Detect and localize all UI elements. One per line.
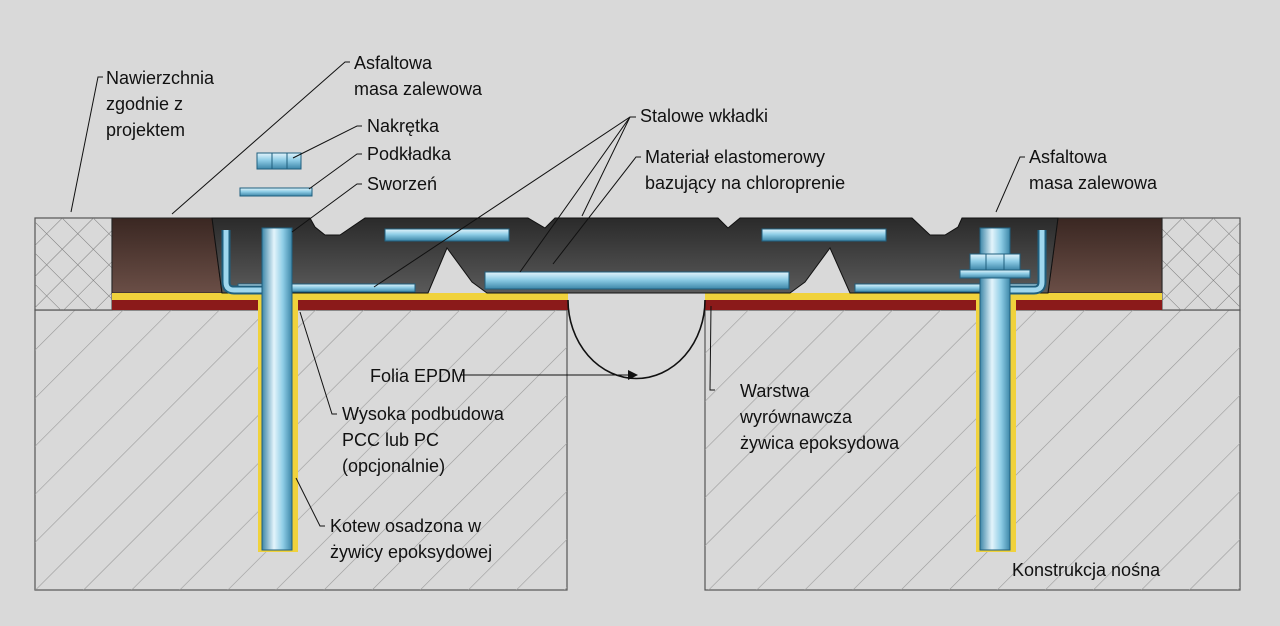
left-anchor [258, 227, 298, 552]
label-pcc-1: Wysoka podbudowa [342, 404, 505, 424]
label-leveling-3: żywica epoksydowa [740, 433, 900, 453]
label-asphalt-left-2: masa zalewowa [354, 79, 483, 99]
epdm-foil [567, 299, 706, 380]
right-anchor [959, 227, 1031, 552]
label-leveling-2: wyrównawcza [739, 407, 853, 427]
label-structure: Konstrukcja nośna [1012, 560, 1161, 580]
road-surface [34, 217, 1241, 311]
label-asphalt-right-2: masa zalewowa [1029, 173, 1158, 193]
epdm-arrowhead [628, 370, 638, 380]
label-elastomer-2: bazujący na chloroprenie [645, 173, 845, 193]
labels: Nawierzchnia zgodnie z projektem Asfalto… [106, 53, 1161, 580]
label-asphalt-right-1: Asfaltowa [1029, 147, 1108, 167]
label-pcc-3: (opcjonalnie) [342, 456, 445, 476]
label-leveling-1: Warstwa [740, 381, 810, 401]
label-nut: Nakrętka [367, 116, 440, 136]
leader-lines [70, 61, 1025, 527]
asphalt-compound [111, 217, 1163, 294]
label-bolt: Sworzeń [367, 174, 437, 194]
label-surface-3: projektem [106, 120, 185, 140]
label-asphalt-left-1: Asfaltowa [354, 53, 433, 73]
epoxy-layers [112, 293, 1162, 310]
concrete-structure [34, 309, 1241, 591]
label-pcc-2: PCC lub PC [342, 430, 439, 450]
steel-inserts [221, 228, 1047, 295]
label-steel-inserts: Stalowe wkładki [640, 106, 768, 126]
label-epdm: Folia EPDM [370, 366, 466, 386]
label-washer: Podkładka [367, 144, 452, 164]
label-surface-1: Nawierzchnia [106, 68, 215, 88]
label-surface-2: zgodnie z [106, 94, 183, 114]
label-elastomer-1: Materiał elastomerowy [645, 147, 825, 167]
nut-and-washer [239, 152, 313, 197]
label-anchor-1: Kotew osadzona w [330, 516, 482, 536]
label-anchor-2: żywicy epoksydowej [330, 542, 492, 562]
